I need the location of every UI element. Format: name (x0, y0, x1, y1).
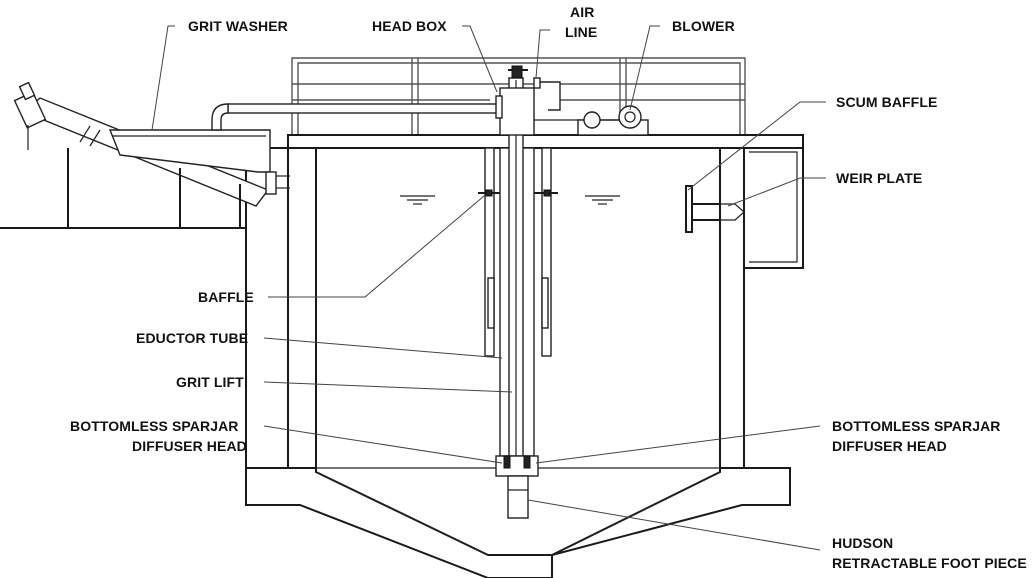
label-weir-plate: WEIR PLATE (836, 170, 922, 186)
label-head-box: HEAD BOX (372, 18, 447, 34)
label-diffuser-right-2: DIFFUSER HEAD (832, 438, 947, 454)
label-blower: BLOWER (672, 18, 735, 34)
label-diffuser-left-2: DIFFUSER HEAD (132, 438, 247, 454)
concrete-tank (245, 134, 804, 578)
label-grit-lift: GRIT LIFT (176, 374, 244, 390)
label-diffuser-right-1: BOTTOMLESS SPARJAR (832, 418, 1001, 434)
label-baffle: BAFFLE (198, 289, 254, 305)
label-foot-piece-1: HUDSON (832, 535, 893, 551)
blower (577, 105, 649, 136)
label-eductor-tube: EDUCTOR TUBE (136, 330, 248, 346)
label-air-line-2: LINE (565, 24, 597, 40)
grit-washer (13, 81, 499, 228)
water-level-left (400, 195, 435, 205)
eductor-assembly (478, 65, 591, 519)
label-foot-piece-2: RETRACTABLE FOOT PIECE (832, 555, 1027, 571)
label-diffuser-left-1: BOTTOMLESS SPARJAR (70, 418, 239, 434)
water-level-right (585, 195, 620, 205)
weir-plate (691, 203, 745, 221)
leader-lines (151, 25, 826, 551)
label-grit-washer: GRIT WASHER (188, 18, 288, 34)
label-air-line-1: AIR (570, 4, 594, 20)
label-scum-baffle: SCUM BAFFLE (836, 94, 937, 110)
